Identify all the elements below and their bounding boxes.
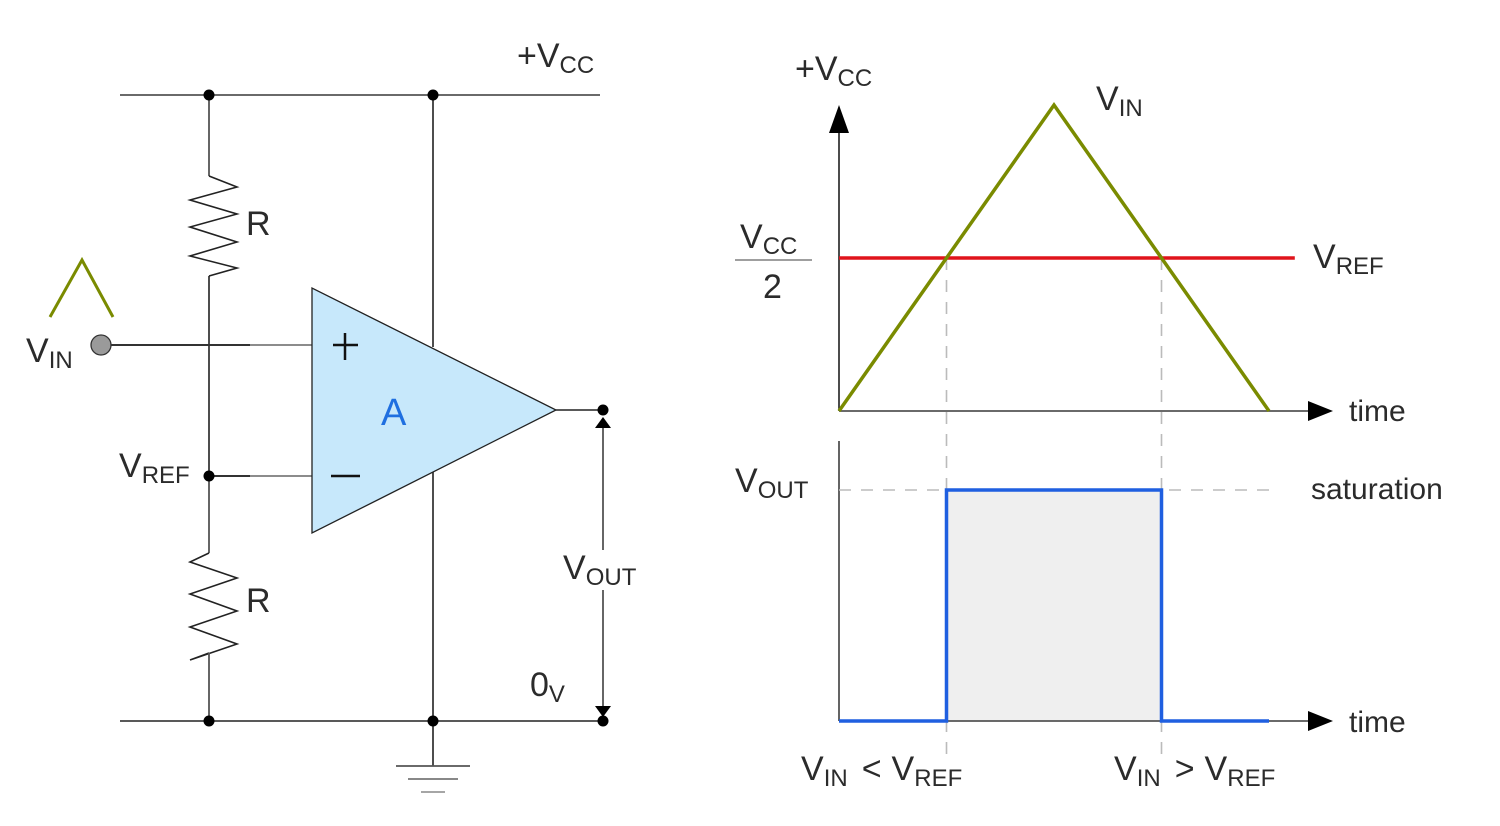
junction-dot xyxy=(203,89,215,101)
vin-label: VIN xyxy=(26,332,73,374)
x-axis-arrow xyxy=(1308,401,1333,421)
x-axis-label: time xyxy=(1349,706,1406,739)
junction-dot xyxy=(203,715,215,727)
y-axis-arrow xyxy=(829,105,849,133)
ground-terminal-dot xyxy=(597,715,609,727)
x-axis-label: time xyxy=(1349,395,1406,428)
annotation-vin-greater-than-vref: VIN>VREF xyxy=(1114,750,1275,792)
x-axis-arrow xyxy=(1308,711,1333,731)
y-axis-label: VOUT xyxy=(735,462,809,504)
vref-series-label: VREF xyxy=(1313,238,1384,280)
vout-label-bg xyxy=(555,550,651,590)
vout-arrow-down xyxy=(595,706,611,717)
resistor-bottom xyxy=(187,552,240,661)
saturation-label: saturation xyxy=(1311,473,1443,506)
ytick-denominator: 2 xyxy=(763,268,782,306)
opamp xyxy=(311,286,558,535)
ytick-numerator: VCC xyxy=(740,218,797,260)
resistor-bottom-label: R xyxy=(246,582,271,620)
vin-series-line xyxy=(837,101,1271,413)
resistor-top-label: R xyxy=(246,205,271,243)
vin-waveform-icon xyxy=(48,256,115,318)
zero-volt-label: 0V xyxy=(530,666,565,708)
opamp-label: A xyxy=(381,392,407,434)
resistor-top xyxy=(186,175,241,277)
junction-dot xyxy=(427,89,439,101)
vin-series-label: VIN xyxy=(1096,80,1143,122)
junction-dot xyxy=(203,470,215,482)
vref-label: VREF xyxy=(119,447,190,489)
vout-series-line xyxy=(839,488,1269,723)
output-terminal-dot xyxy=(597,404,609,416)
vout-label: VOUT xyxy=(563,549,637,591)
circuit-schematic: +VCC R R VIN VREF A xyxy=(26,37,651,793)
pulse-area xyxy=(946,490,1162,721)
output-waveform-chart: time VOUT saturation VIN<VREF VIN>VREF xyxy=(735,441,1443,792)
y-axis-label: +VCC xyxy=(795,50,872,92)
junction-dot xyxy=(427,715,439,727)
vin-terminal xyxy=(90,334,112,356)
supply-label: +VCC xyxy=(517,37,594,79)
annotation-vin-less-than-vref: VIN<VREF xyxy=(801,750,962,792)
vout-arrow-up xyxy=(595,417,611,428)
